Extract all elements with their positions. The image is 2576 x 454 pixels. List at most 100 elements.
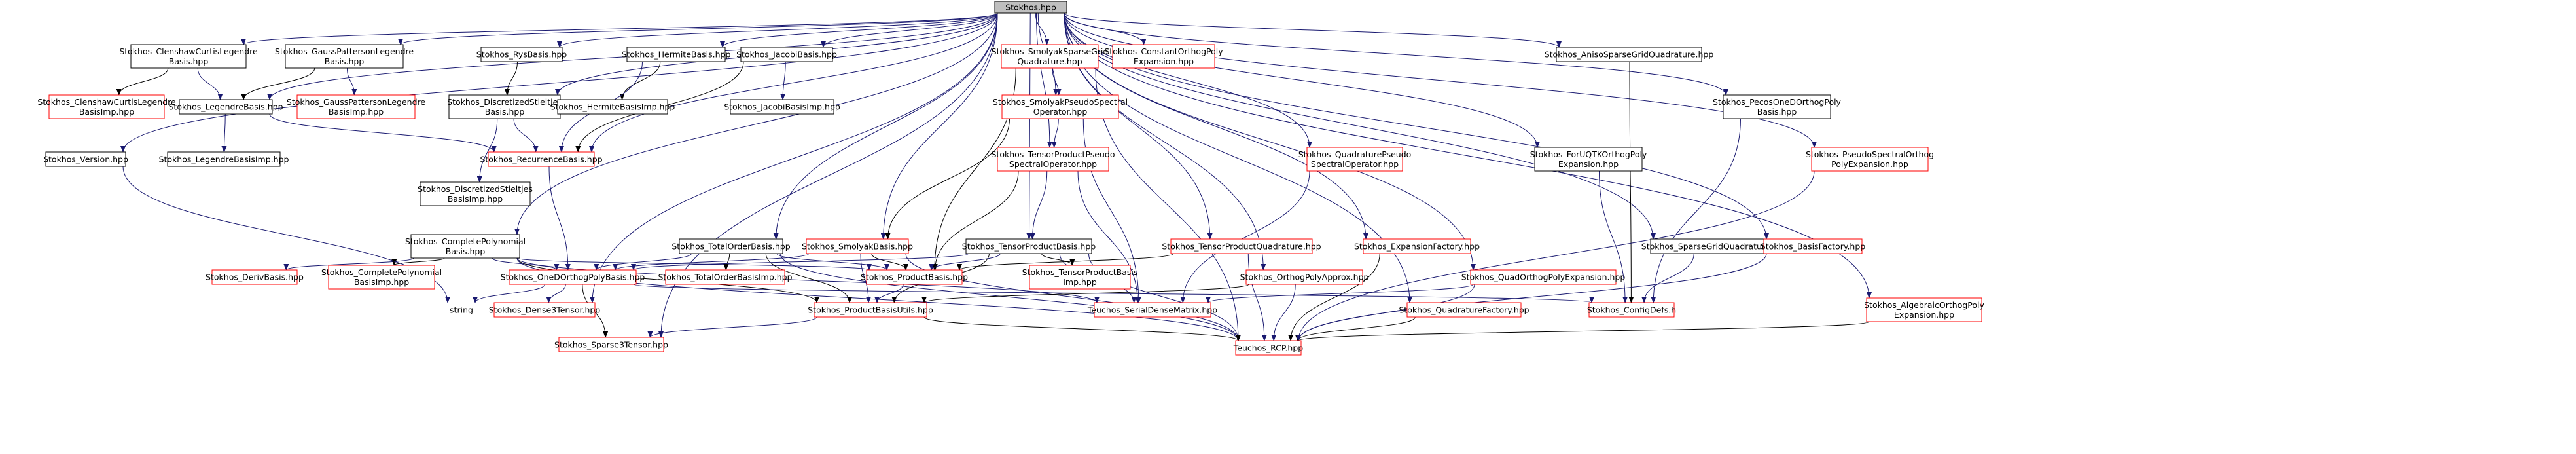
edge-aope-to-rcp xyxy=(1296,321,1870,341)
node-rcp[interactable]: Teuchos_RCP.hpp xyxy=(1233,340,1304,356)
edge-root-to-qps xyxy=(1064,12,1312,148)
node-odop[interactable]: Stokhos_OneDOrthogPolyBasis.hpp xyxy=(501,269,645,285)
edge-qf-to-rcp xyxy=(1295,316,1416,341)
node-jacimp-label-0: Stokhos_JacobiBasisImp.hpp xyxy=(724,102,840,112)
node-opa[interactable]: Stokhos_OrthogPolyApprox.hpp xyxy=(1240,269,1369,285)
node-tob[interactable]: Stokhos_TotalOrderBasis.hpp xyxy=(671,238,791,254)
node-tpq[interactable]: Stokhos_TensorProductQuadrature.hpp xyxy=(1162,238,1321,254)
edge-cpb-to-pb xyxy=(516,257,872,271)
node-dstb-label-0: Stokhos_DiscretizedStieltjes xyxy=(447,97,562,107)
edge-root-to-ver xyxy=(120,12,998,153)
edge-tpps-to-sdm xyxy=(1077,170,1141,303)
node-leg[interactable]: Stokhos_LegendreBasis.hpp xyxy=(168,99,283,115)
node-hermimp[interactable]: Stokhos_HermiteBasisImp.hpp xyxy=(550,99,675,115)
node-pbu[interactable]: Stokhos_ProductBasisUtils.hpp xyxy=(808,302,933,318)
node-psoe[interactable]: Stokhos_PseudoSpectralOrthogPolyExpansio… xyxy=(1806,147,1934,172)
node-ccimp-label-0: Stokhos_ClenshawCurtisLegendre xyxy=(37,97,176,107)
node-hermimp-label-0: Stokhos_HermiteBasisImp.hpp xyxy=(550,102,675,112)
edge-root-to-bf xyxy=(1064,12,1769,240)
node-ccimp[interactable]: Stokhos_ClenshawCurtisLegendreBasisImp.h… xyxy=(37,94,176,119)
node-smb-box xyxy=(806,238,909,254)
node-opa-box xyxy=(1245,269,1363,285)
node-qps-label-0: Stokhos_QuadraturePseudo xyxy=(1298,149,1412,159)
node-ssg-box xyxy=(1001,44,1099,69)
node-asgq-box xyxy=(1556,47,1702,62)
node-legimp[interactable]: Stokhos_LegendreBasisImp.hpp xyxy=(159,151,289,167)
node-herm[interactable]: Stokhos_HermiteBasis.hpp xyxy=(622,47,731,62)
node-ver-box xyxy=(45,151,126,167)
edge-jac-to-jacimp xyxy=(780,61,786,100)
node-rys[interactable]: Stokhos_RysBasis.hpp xyxy=(476,47,567,62)
node-root[interactable]: Stokhos.hpp xyxy=(994,1,1067,14)
node-rec[interactable]: Stokhos_RecurrenceBasis.hpp xyxy=(480,151,603,167)
node-smb[interactable]: Stokhos_SmolyakBasis.hpp xyxy=(802,238,913,254)
node-qf-label-0: Stokhos_QuadratureFactory.hpp xyxy=(1399,305,1529,315)
node-cop-box xyxy=(1112,44,1215,69)
node-jacimp-box xyxy=(730,99,834,115)
edge-tpb-to-pb xyxy=(929,253,1001,271)
node-tpq-label-0: Stokhos_TensorProductQuadrature.hpp xyxy=(1162,242,1321,252)
node-jacimp[interactable]: Stokhos_JacobiBasisImp.hpp xyxy=(724,99,840,115)
edge-odop-to-str xyxy=(473,284,545,303)
edge-cc-to-leg xyxy=(197,67,223,100)
node-s3t-label-0: Stokhos_Sparse3Tensor.hpp xyxy=(554,340,668,350)
edge-tob-to-odop xyxy=(594,253,692,271)
node-psoe-label-0: Stokhos_PseudoSpectralOrthog xyxy=(1806,149,1934,159)
node-sdm[interactable]: Teuchos_SerialDenseMatrix.hpp xyxy=(1087,302,1217,318)
node-tpps[interactable]: Stokhos_TensorProductPseudoSpectralOpera… xyxy=(992,147,1115,172)
node-deriv[interactable]: Stokhos_DerivBasis.hpp xyxy=(206,269,304,285)
edge-leg-to-legimp xyxy=(221,113,227,153)
node-psoe-box xyxy=(1811,147,1929,172)
node-spso[interactable]: Stokhos_SmolyakPseudoSpectralOperator.hp… xyxy=(993,94,1128,119)
node-gpimp[interactable]: Stokhos_GaussPattersonLegendreBasisImp.h… xyxy=(287,94,425,119)
node-qope[interactable]: Stokhos_QuadOrthogPolyExpansion.hpp xyxy=(1461,269,1626,285)
node-cfg[interactable]: Stokhos_ConfigDefs.h xyxy=(1587,302,1676,318)
node-smb-label-0: Stokhos_SmolyakBasis.hpp xyxy=(802,242,913,252)
node-d3t-label-0: Stokhos_Dense3Tensor.hpp xyxy=(489,305,601,315)
node-asgq[interactable]: Stokhos_AnisoSparseGridQuadrature.hpp xyxy=(1545,47,1714,62)
node-jac-box xyxy=(740,47,833,62)
node-cpb-box xyxy=(410,234,520,259)
node-rcp-box xyxy=(1235,340,1302,356)
node-d3t[interactable]: Stokhos_Dense3Tensor.hpp xyxy=(489,302,601,318)
edge-qps-to-sdm xyxy=(1180,170,1310,303)
node-bf[interactable]: Stokhos_BasisFactory.hpp xyxy=(1761,238,1865,254)
node-ver[interactable]: Stokhos_Version.hpp xyxy=(43,151,128,167)
node-pb[interactable]: Stokhos_ProductBasis.hpp xyxy=(861,269,968,285)
node-sgq-label-0: Stokhos_SparseGridQuadrature.hpp xyxy=(1641,242,1789,252)
node-aope-box xyxy=(1866,297,1982,322)
node-tpbimp-box xyxy=(1029,265,1131,290)
node-tobimp-box xyxy=(665,269,785,285)
edge-pb-to-pbu xyxy=(874,284,904,303)
edge-root-to-psoe xyxy=(1064,12,1817,148)
node-ef[interactable]: Stokhos_ExpansionFactory.hpp xyxy=(1354,238,1480,254)
edge-tpps-to-pb xyxy=(932,170,1019,271)
edge-cpb-to-deriv xyxy=(283,257,414,271)
node-sgq[interactable]: Stokhos_SparseGridQuadrature.hpp xyxy=(1641,238,1789,254)
node-qf[interactable]: Stokhos_QuadratureFactory.hpp xyxy=(1399,302,1530,318)
node-tpb[interactable]: Stokhos_TensorProductBasis.hpp xyxy=(962,238,1096,254)
node-jac[interactable]: Stokhos_JacobiBasis.hpp xyxy=(736,47,837,62)
node-deriv-label-0: Stokhos_DerivBasis.hpp xyxy=(206,273,304,282)
edge-odop-to-d3t xyxy=(546,284,566,303)
node-qps-box xyxy=(1306,147,1403,172)
edge-cpb-to-cpbimp xyxy=(391,257,445,266)
edge-odop-to-cfg xyxy=(633,284,1594,303)
node-s3t[interactable]: Stokhos_Sparse3Tensor.hpp xyxy=(554,337,668,352)
node-root-box xyxy=(994,1,1067,14)
node-qps[interactable]: Stokhos_QuadraturePseudoSpectralOperator… xyxy=(1298,147,1412,172)
node-tobimp[interactable]: Stokhos_TotalOrderBasisImp.hpp xyxy=(658,269,793,285)
node-spso-label-0: Stokhos_SmolyakPseudoSpectral xyxy=(993,97,1128,107)
